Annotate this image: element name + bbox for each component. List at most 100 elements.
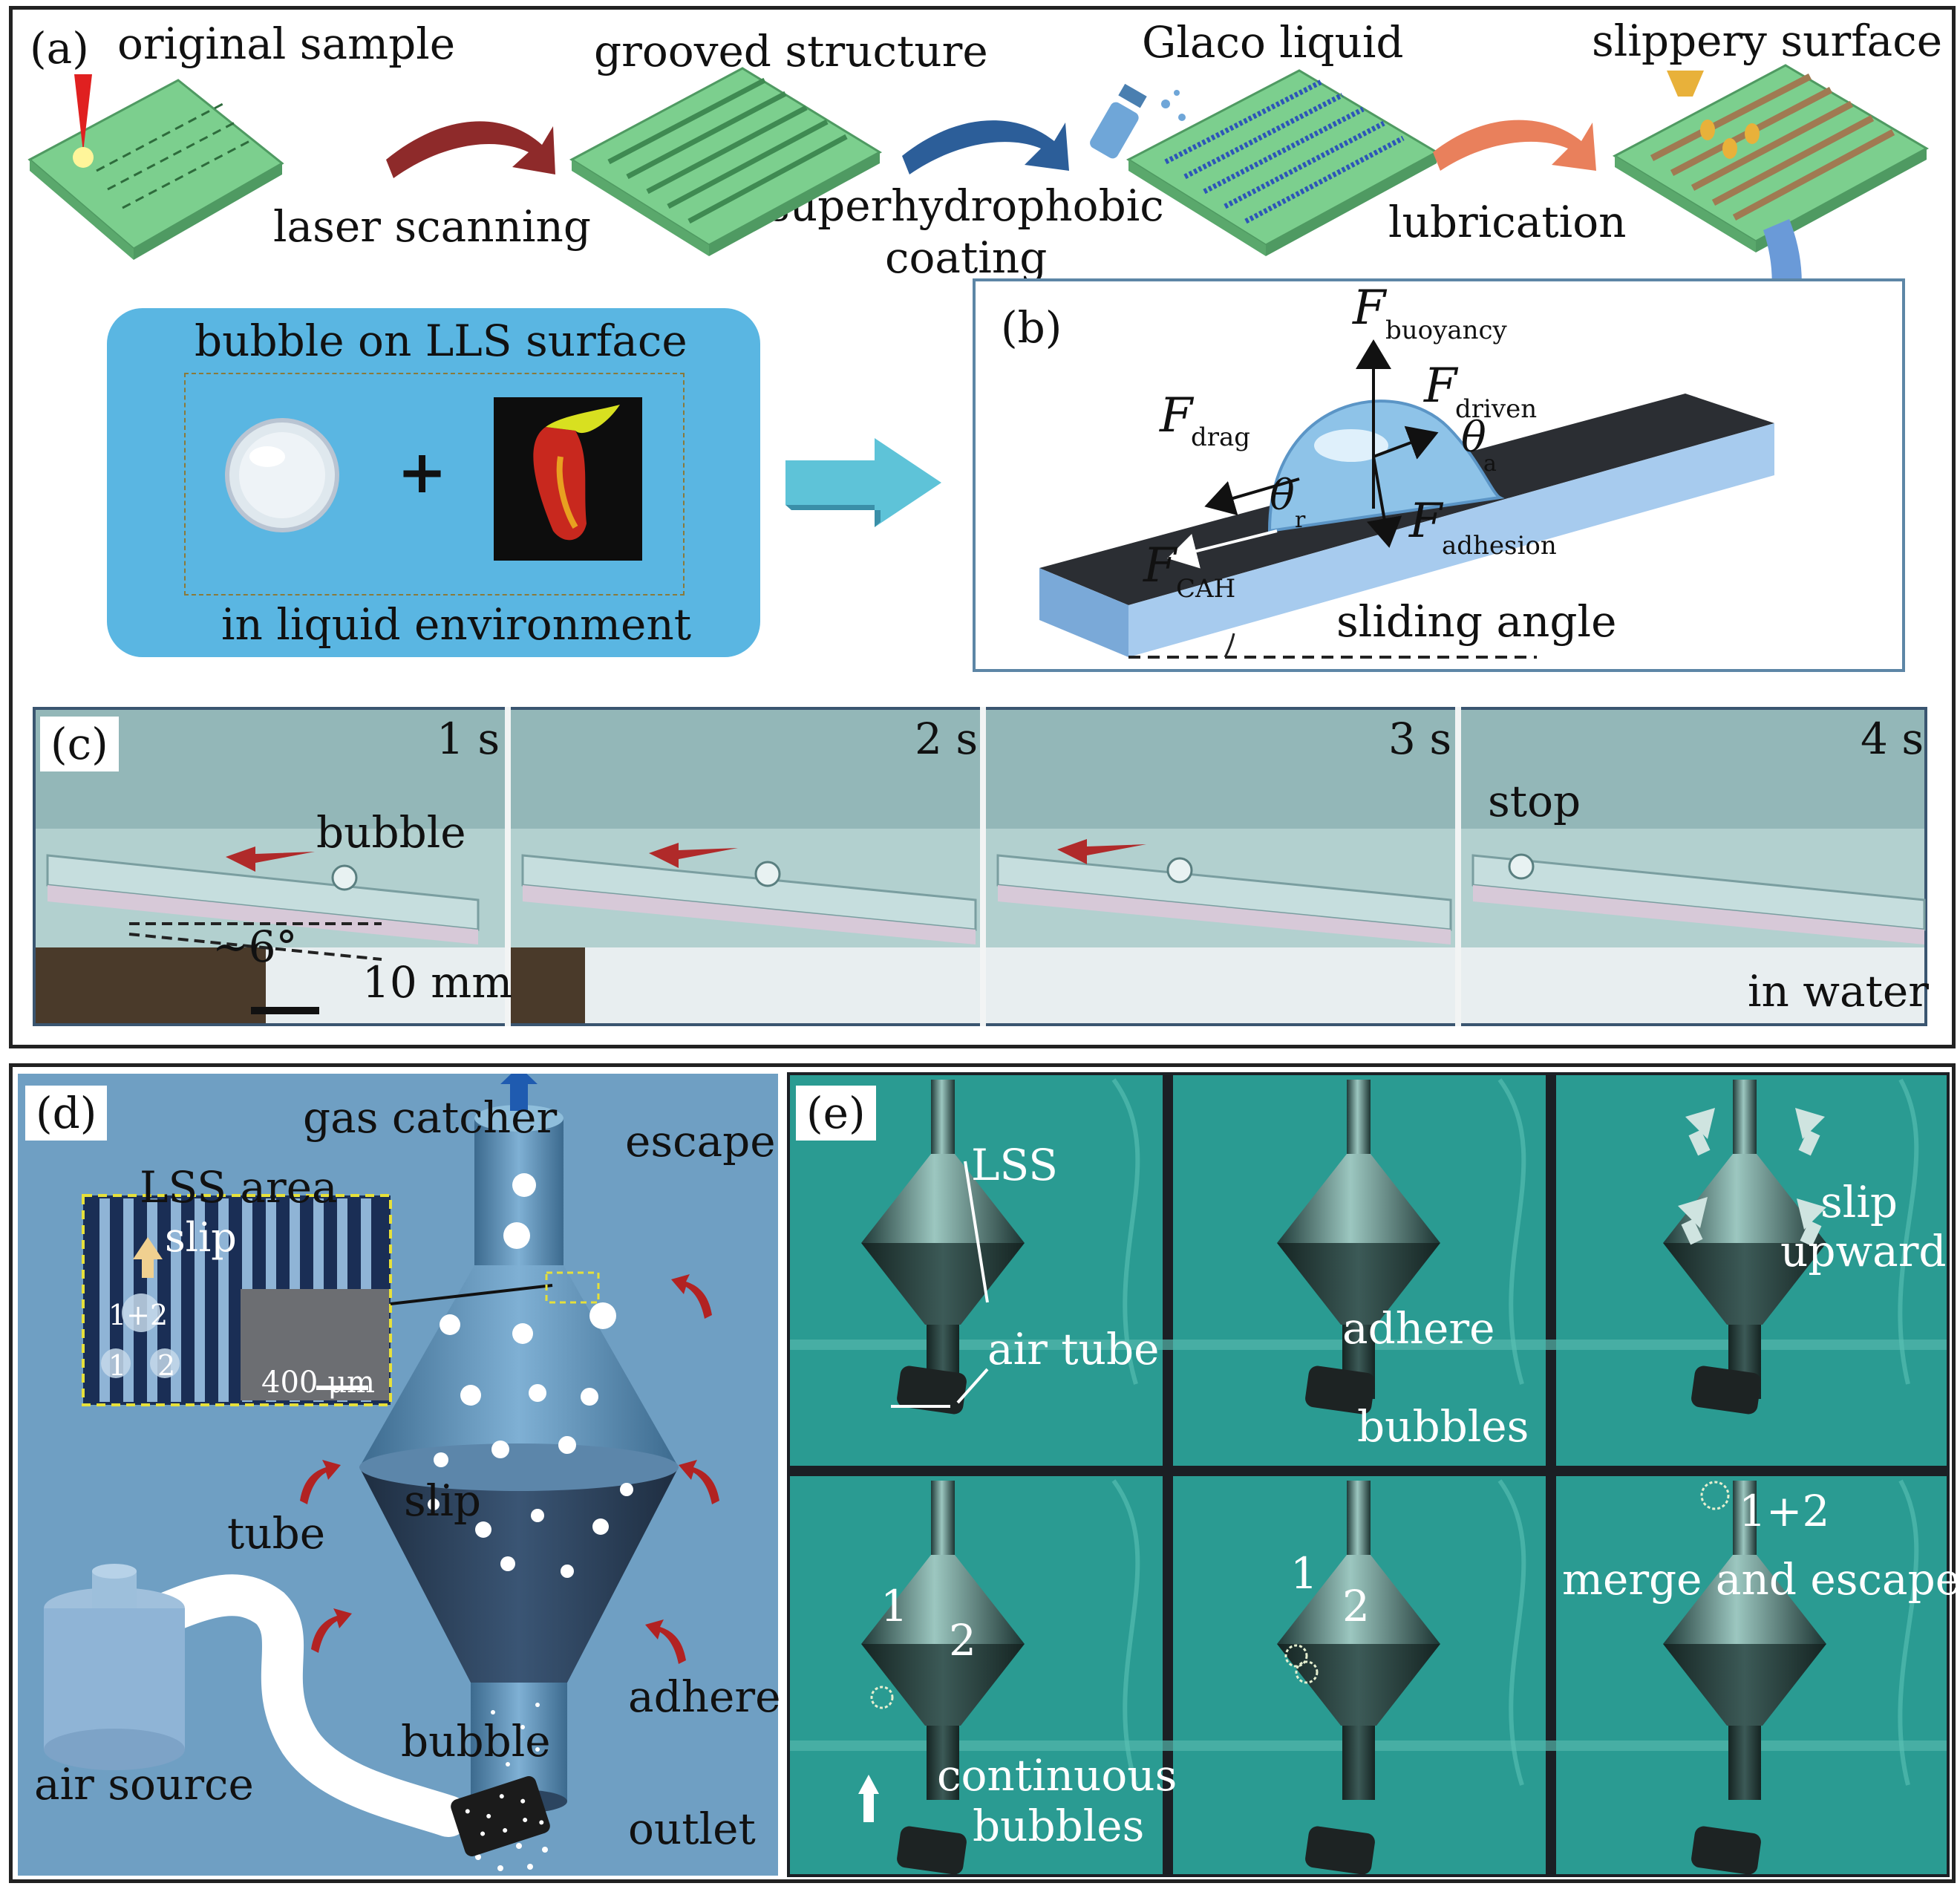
bubble-inset-panel — [107, 308, 760, 657]
cyan-arrow — [785, 438, 941, 527]
force-drag-sub: drag — [1191, 423, 1251, 452]
step-original-sample: original sample — [117, 19, 456, 69]
merge-label-e: 1+2 — [1739, 1486, 1830, 1536]
panel-c-divider — [1455, 707, 1461, 1026]
force-cah-F: F — [1143, 538, 1177, 593]
grooved-structure-plate — [569, 67, 883, 256]
adhere-label-d: adhere — [628, 1671, 781, 1722]
original-sample-plate — [27, 74, 284, 260]
tilted-plate — [521, 854, 977, 944]
air-tube-label: air tube — [987, 1324, 1160, 1374]
bubble-2-label-e2: 2 — [1342, 1581, 1370, 1631]
air-tube — [131, 1574, 469, 1837]
sliding-angle-label: sliding angle — [1336, 596, 1617, 647]
force-adhesion-F: F — [1409, 494, 1443, 549]
theta-r-sub: r — [1295, 507, 1306, 533]
time-1s: 1 s — [437, 714, 500, 764]
pitcher-plant-photo — [494, 397, 642, 561]
bubble-inset-title: bubble on LLS surface — [195, 316, 687, 366]
process-arrow-1 — [386, 121, 555, 178]
lss-area-label: LSS area — [140, 1162, 338, 1213]
panel-a-tag: (a) — [30, 23, 89, 74]
air-source-label: air source — [34, 1759, 254, 1810]
step-grooved-structure: grooved structure — [594, 26, 988, 76]
slip-label-e: slip — [1820, 1177, 1898, 1227]
force-driven-sub: driven — [1455, 394, 1538, 424]
continuous-bubbles-label: bubbles — [973, 1801, 1145, 1851]
bubble-2-label-e: 2 — [949, 1615, 976, 1665]
force-driven-F: F — [1424, 359, 1457, 414]
bubble-1-label-e2: 1 — [1290, 1548, 1318, 1599]
laser-beam — [74, 74, 92, 152]
time-3s: 3 s — [1388, 714, 1452, 764]
slide-arrow — [649, 843, 738, 868]
bubbles-label-e: bubbles — [1357, 1401, 1529, 1452]
inset-scale-label: 400 μm — [261, 1366, 375, 1400]
tube-label: tube — [227, 1508, 326, 1559]
process-laser-scanning: laser scanning — [273, 201, 591, 252]
force-drag-F: F — [1160, 388, 1193, 443]
bubble-inset-dashed-box — [184, 373, 685, 596]
adhere-label-e: adhere — [1342, 1303, 1495, 1354]
theta-a-sub: a — [1483, 451, 1497, 477]
slide-bubble — [331, 864, 358, 891]
panel-c-divider — [505, 707, 511, 1026]
scale-label-c: 10 mm — [362, 957, 513, 1008]
slide-arrow — [226, 846, 315, 872]
process-lubrication: lubrication — [1388, 197, 1627, 247]
theta-r: θ — [1270, 472, 1295, 520]
inset-bubble-1: 1 — [108, 1349, 127, 1382]
force-buoyancy-F: F — [1353, 281, 1386, 336]
merge-escape-label: merge and escape — [1562, 1554, 1960, 1605]
upward-label-e: upward — [1780, 1226, 1947, 1276]
bubble-1-label-e: 1 — [881, 1581, 908, 1631]
tilted-plate — [996, 854, 1452, 944]
slippery-surface-plate — [1612, 64, 1930, 252]
time-2s: 2 s — [915, 714, 979, 764]
force-diagram — [1039, 339, 1774, 659]
bubble-inset-caption: in liquid environment — [221, 599, 692, 650]
continuous-label: continuous — [937, 1750, 1177, 1801]
bubble-label-c: bubble — [316, 807, 466, 858]
panel-d-tag: (d) — [25, 1086, 108, 1141]
outlet-cylinder — [451, 1776, 550, 1856]
process-coating: coating — [885, 232, 1048, 283]
panel-e-tag: (e) — [796, 1086, 876, 1141]
process-arrow-3 — [1433, 120, 1596, 171]
force-buoyancy-sub: buoyancy — [1385, 316, 1507, 345]
inset-merge-label: 1+2 — [108, 1299, 169, 1331]
bubble-label-d: bubble — [401, 1716, 551, 1766]
in-water-label: in water — [1748, 966, 1929, 1017]
escape-label: escape — [625, 1116, 776, 1167]
panel-b-tag: (b) — [1001, 302, 1062, 353]
panel-e-photos — [790, 1078, 1947, 1875]
slide-arrow — [1057, 839, 1146, 864]
bottom-figure-frame — [9, 1063, 1956, 1883]
stop-label: stop — [1488, 776, 1581, 826]
top-figure-frame — [9, 6, 1956, 1048]
gas-catcher-label: gas catcher — [303, 1092, 558, 1143]
tilted-plate — [1471, 854, 1926, 944]
step-glaco-liquid: Glaco liquid — [1142, 17, 1404, 68]
slide-bubble — [1166, 857, 1193, 884]
plus-sign: + — [397, 437, 448, 506]
force-cah-sub: CAH — [1176, 574, 1236, 604]
slide-bubble — [754, 861, 781, 887]
scale-bar — [251, 1007, 319, 1014]
panel-c-frame-4 — [1461, 710, 1924, 1023]
process-illustrations — [27, 64, 1930, 260]
angle-label: ~6° — [212, 921, 298, 972]
bubble-photo — [225, 418, 339, 532]
panel-c-frame-3 — [986, 710, 1455, 1023]
panel-c-tag: (c) — [40, 717, 119, 771]
lss-label-e: LSS — [971, 1140, 1058, 1190]
spray-bottle — [1090, 102, 1139, 159]
step-slippery-surface: slippery surface — [1592, 16, 1943, 66]
force-adhesion-sub: adhesion — [1442, 531, 1557, 561]
process-arrow-2 — [902, 120, 1069, 174]
panel-c-tilted-plates — [46, 839, 1926, 1014]
theta-a: θ — [1461, 414, 1486, 462]
slide-bubble — [1508, 853, 1535, 880]
outlet-label: outlet — [628, 1804, 756, 1854]
panel-c-divider — [980, 707, 986, 1026]
